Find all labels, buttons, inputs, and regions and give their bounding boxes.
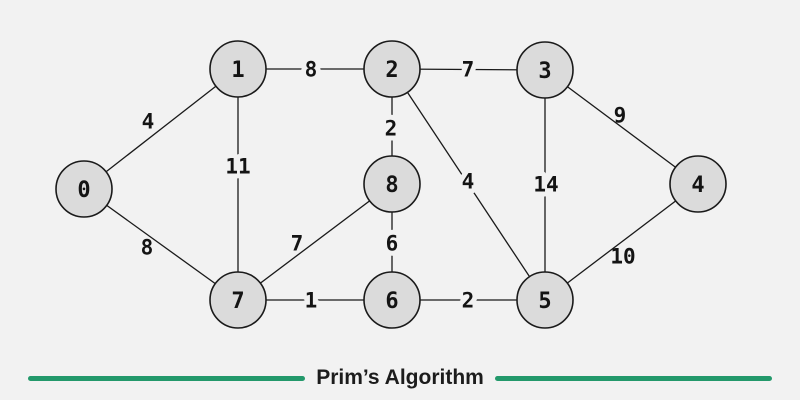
edge-weight-0-7: 8 (141, 236, 154, 260)
graph-node-8 (363, 155, 421, 213)
footer: Prim’s Algorithm (28, 366, 773, 390)
footer-title: Prim’s Algorithm (316, 366, 484, 389)
node-label-6: 6 (385, 289, 398, 314)
edge-0-7 (83, 188, 239, 301)
edge-weight-0-1: 4 (142, 110, 155, 134)
edge-weight-6-7: 1 (305, 289, 318, 313)
edge-2-5 (391, 68, 546, 301)
graph-node-3 (516, 41, 574, 99)
node-label-5: 5 (538, 289, 551, 314)
node-label-4: 4 (691, 173, 704, 198)
graph-node-5 (516, 271, 574, 329)
edge-7-8 (237, 183, 393, 301)
node-label-8: 8 (385, 173, 398, 198)
edge-weight-2-5: 4 (462, 170, 475, 194)
footer-rule-right (494, 375, 773, 381)
edge-4-5 (544, 183, 699, 301)
edge-weight-6-8: 6 (386, 232, 399, 256)
edge-weight-7-8: 7 (291, 232, 304, 256)
edge-0-1 (83, 68, 239, 190)
edge-weight-2-8: 2 (385, 117, 398, 141)
edge-weight-4-5: 10 (610, 245, 635, 269)
node-label-2: 2 (385, 58, 398, 83)
graph-node-0 (55, 160, 113, 218)
edge-weight-1-7: 11 (225, 155, 250, 179)
node-label-7: 7 (231, 289, 244, 314)
edge-weight-1-2: 8 (305, 58, 318, 82)
edge-weight-3-4: 9 (614, 104, 627, 128)
node-label-1: 1 (231, 58, 244, 83)
graph-node-1 (209, 40, 267, 98)
graph-node-7 (209, 271, 267, 329)
node-label-3: 3 (538, 59, 551, 84)
graph-node-2 (363, 40, 421, 98)
graph-node-6 (363, 271, 421, 329)
edge-weight-3-5: 14 (533, 173, 558, 197)
graph-node-4 (669, 155, 727, 213)
edge-3-4 (544, 69, 699, 185)
footer-rule-left (28, 375, 306, 381)
node-label-0: 0 (77, 178, 90, 203)
edge-weight-5-6: 2 (462, 289, 475, 313)
edge-weight-2-3: 7 (462, 58, 475, 82)
